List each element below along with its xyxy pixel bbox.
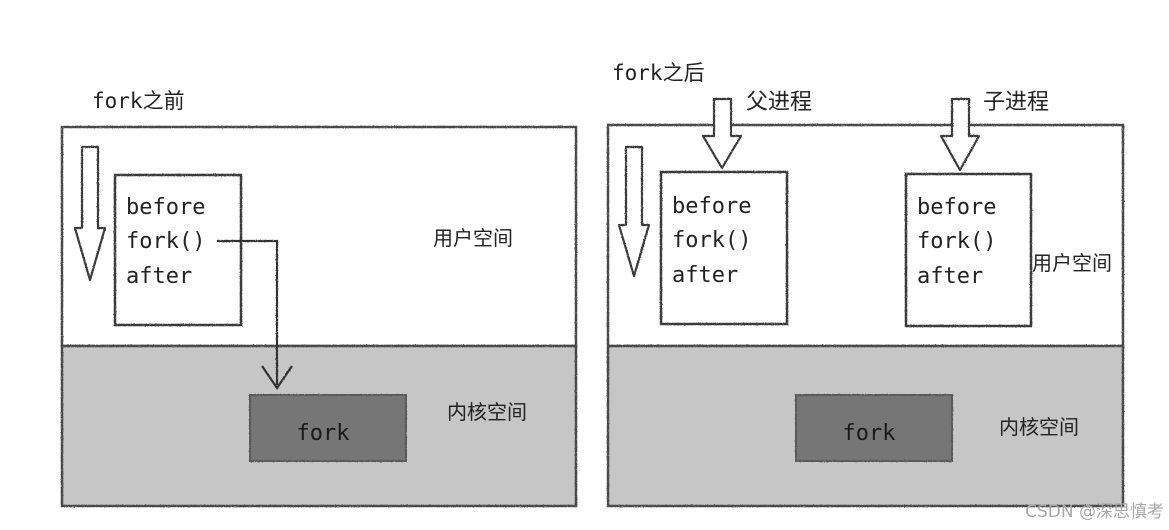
right-execution-arrow-icon (617, 145, 651, 278)
left-kernel-fork-label: fork (297, 421, 350, 446)
left-panel: fork之前 before fork() after fork 用户空间 内核空… (60, 89, 578, 508)
right-user-space-label: 用户空间 (1032, 251, 1112, 275)
left-kernel-fork-box (249, 394, 407, 462)
right-kernel-space-region (606, 344, 1125, 508)
parent-down-arrow-icon (701, 97, 743, 170)
child-process-label: 子进程 (983, 90, 1049, 115)
right-kernel-fork-box (795, 394, 953, 462)
parent-code-line-before: before (672, 194, 751, 219)
left-syscall-connector-icon (217, 239, 293, 390)
left-kernel-space-label: 内核空间 (447, 400, 527, 424)
parent-code-line-fork: fork() (672, 228, 751, 253)
parent-code-box (659, 170, 789, 326)
child-code-box (904, 172, 1033, 328)
right-kernel-fork-label: fork (843, 421, 896, 446)
left-code-box (113, 173, 243, 327)
left-code-line-fork: fork() (126, 229, 205, 254)
child-code-line-after: after (917, 264, 983, 289)
right-panel: fork之后 父进程 子进程 before fork() after befor… (606, 61, 1125, 508)
child-code-line-before: before (917, 195, 996, 220)
left-user-space-label: 用户空间 (433, 226, 513, 250)
left-panel-title: fork之前 (92, 89, 185, 113)
right-panel-title: fork之后 (612, 61, 705, 85)
left-code-line-after: after (126, 264, 192, 289)
child-down-arrow-icon (939, 97, 981, 172)
parent-code-line-after: after (672, 263, 738, 288)
parent-process-label: 父进程 (746, 90, 812, 115)
csdn-watermark: CSDN @深思慎考 (1025, 502, 1164, 522)
left-code-line-before: before (126, 195, 205, 220)
child-code-line-fork: fork() (917, 229, 996, 254)
left-execution-arrow-icon (73, 145, 107, 282)
right-kernel-space-label: 内核空间 (999, 415, 1079, 439)
